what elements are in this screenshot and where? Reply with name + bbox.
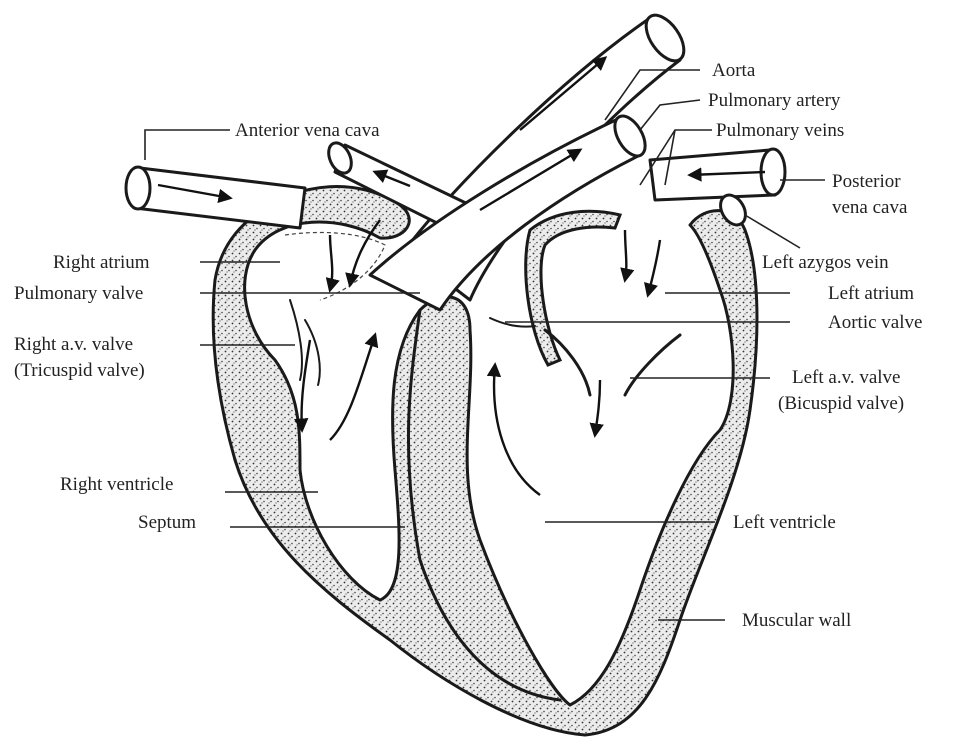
label-pulmonary-valve: Pulmonary valve <box>14 283 143 304</box>
leader-anterior-vena-cava <box>145 130 230 160</box>
label-left-atrium: Left atrium <box>828 283 914 304</box>
label-right-ventricle: Right ventricle <box>60 474 173 495</box>
flow-arrow-right-ventricle-2 <box>330 335 375 440</box>
label-left-azygos-vein: Left azygos vein <box>762 252 889 273</box>
anterior-vena-cava-vessel <box>135 168 305 228</box>
label-pulmonary-veins: Pulmonary veins <box>716 120 844 141</box>
label-left-av-valve-line2: (Bicuspid valve) <box>778 393 904 414</box>
anterior-vena-cava-opening <box>126 167 150 209</box>
label-left-ventricle: Left ventricle <box>733 512 836 533</box>
flow-arrow-left-atrium-2 <box>648 240 660 295</box>
label-right-atrium: Right atrium <box>53 252 150 273</box>
left-inner-wall <box>526 211 620 365</box>
label-left-av-valve-line1: Left a.v. valve <box>792 367 901 388</box>
flow-arrow-left-ventricle-1 <box>595 380 600 435</box>
label-septum: Septum <box>138 512 196 533</box>
flow-arrow-left-atrium-1 <box>625 230 626 280</box>
label-aorta: Aorta <box>712 60 756 81</box>
label-right-av-valve-line1: Right a.v. valve <box>14 334 133 355</box>
label-anterior-vena-cava: Anterior vena cava <box>235 120 380 141</box>
flow-arrow-left-ventricle-2 <box>494 365 540 495</box>
label-aortic-valve: Aortic valve <box>828 312 922 333</box>
leader-left-azygos-vein <box>745 215 800 248</box>
label-posterior-vena-cava-line1: Posterior <box>832 171 901 192</box>
label-posterior-vena-cava-line2: vena cava <box>832 197 908 218</box>
label-right-av-valve-line2: (Tricuspid valve) <box>14 360 145 381</box>
label-muscular-wall: Muscular wall <box>742 610 851 631</box>
label-pulmonary-artery: Pulmonary artery <box>708 90 841 111</box>
tricuspid-valve-flap-1 <box>290 300 302 380</box>
leader-pulmonary-artery <box>640 100 700 130</box>
flow-arrow-right-atrium-1 <box>330 235 332 290</box>
right-atrium-dashed <box>285 232 385 300</box>
bicuspid-valve-flap-2 <box>625 335 680 395</box>
